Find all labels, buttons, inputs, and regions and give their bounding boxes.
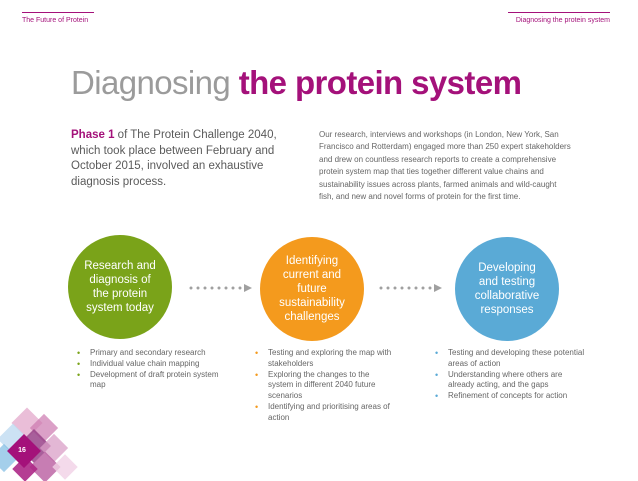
bullet-list-responses: •Testing and developing these potential … bbox=[435, 348, 585, 402]
list-item: •Primary and secondary research bbox=[77, 348, 222, 359]
arrow-icon bbox=[378, 283, 444, 293]
header-left: The Future of Protein bbox=[22, 12, 94, 24]
header-left-rule bbox=[22, 12, 94, 13]
bullet-icon: • bbox=[435, 391, 438, 402]
list-item: •Understanding where others are already … bbox=[435, 370, 585, 392]
list-item: •Exploring the changes to the system in … bbox=[255, 370, 395, 402]
bullet-icon: • bbox=[77, 359, 80, 370]
page-title-bold: the protein system bbox=[239, 64, 522, 101]
page-title: Diagnosing the protein system bbox=[71, 64, 521, 102]
stage-circle-responses: Developing and testing collaborative res… bbox=[455, 237, 559, 341]
intro-lead: Phase 1 bbox=[71, 129, 114, 141]
bullet-icon: • bbox=[435, 348, 438, 359]
list-item: •Individual value chain mapping bbox=[77, 359, 222, 370]
header-left-text: The Future of Protein bbox=[22, 17, 88, 24]
bullet-icon: • bbox=[435, 370, 438, 381]
list-item: •Refinement of concepts for action bbox=[435, 391, 585, 402]
list-item: •Testing and exploring the map with stak… bbox=[255, 348, 395, 370]
intro-paragraph: Phase 1 of The Protein Challenge 2040, w… bbox=[71, 128, 299, 190]
stage-label-challenges: Identifying current and future sustainab… bbox=[274, 254, 350, 324]
stage-label-research: Research and diagnosis of the protein sy… bbox=[82, 259, 158, 315]
page-number: 16 bbox=[12, 447, 32, 454]
stage-circle-research: Research and diagnosis of the protein sy… bbox=[68, 235, 172, 339]
header-right-rule bbox=[508, 12, 610, 13]
bullet-list-challenges: •Testing and exploring the map with stak… bbox=[255, 348, 395, 424]
bullet-list-research: •Primary and secondary research •Individ… bbox=[77, 348, 222, 391]
stage-label-responses: Developing and testing collaborative res… bbox=[469, 261, 545, 317]
bullet-icon: • bbox=[77, 370, 80, 381]
page-title-light: Diagnosing bbox=[71, 64, 230, 101]
bullet-icon: • bbox=[255, 370, 258, 381]
bullet-icon: • bbox=[255, 348, 258, 359]
list-item: •Development of draft protein system map bbox=[77, 370, 222, 392]
bullet-icon: • bbox=[255, 402, 258, 413]
header-right: Diagnosing the protein system bbox=[508, 12, 610, 24]
bullet-icon: • bbox=[77, 348, 80, 359]
decorative-diamond-pattern bbox=[0, 404, 80, 481]
body-paragraph: Our research, interviews and workshops (… bbox=[319, 129, 571, 203]
arrow-icon bbox=[188, 283, 254, 293]
header-right-text: Diagnosing the protein system bbox=[516, 17, 610, 24]
list-item: •Identifying and prioritising areas of a… bbox=[255, 402, 395, 424]
stage-circle-challenges: Identifying current and future sustainab… bbox=[260, 237, 364, 341]
list-item: •Testing and developing these potential … bbox=[435, 348, 585, 370]
